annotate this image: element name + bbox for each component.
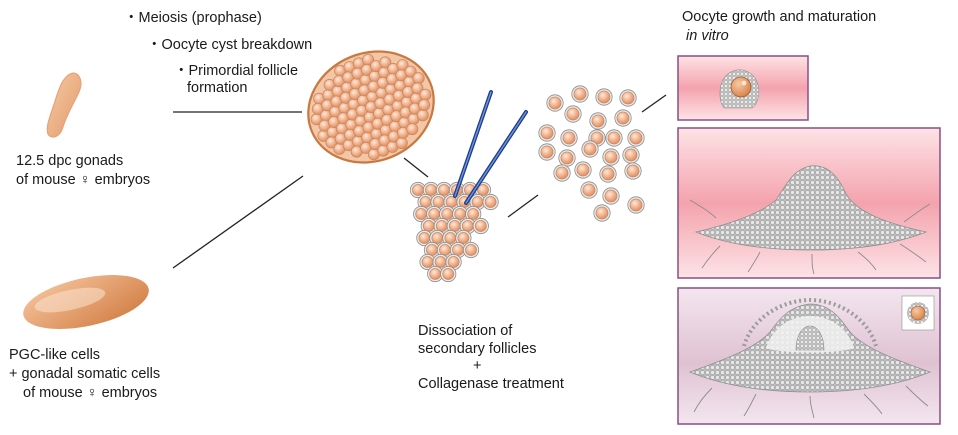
cluster-follicle [422, 181, 440, 199]
cluster-follicle [482, 193, 499, 211]
loose-follicle [538, 143, 556, 161]
loose-follicle [627, 129, 645, 147]
ovary-cell [419, 88, 432, 101]
cluster-follicle [445, 253, 462, 271]
loose-follicle [602, 148, 620, 166]
loose-follicle [599, 165, 617, 183]
cluster-follicle [427, 265, 444, 283]
loose-follicle [546, 94, 564, 112]
loose-follicle [589, 112, 607, 130]
connector-line [403, 157, 429, 178]
cluster-follicle [429, 229, 446, 247]
loose-follicle [580, 181, 598, 199]
cluster-follicle [430, 193, 447, 211]
step-cyst-breakdown: ・Oocyte cyst breakdown [147, 37, 313, 53]
loose-follicle [560, 129, 578, 147]
cluster-follicle [435, 181, 453, 199]
loose-follicle [571, 85, 589, 103]
culture-panel-middle [677, 127, 941, 279]
loose-follicle [624, 162, 642, 180]
loose-follicle [619, 89, 637, 107]
cluster-follicle [462, 241, 480, 259]
ovary-cell [395, 137, 408, 150]
gonads-label-1: 12.5 dpc gonads [16, 153, 124, 169]
cluster-follicle [440, 265, 457, 283]
connector-line [641, 94, 667, 113]
cluster-follicle [409, 181, 427, 199]
dissociation-label-4: Collagenase treatment [418, 376, 564, 392]
loose-follicle [627, 196, 645, 214]
loose-follicle [558, 149, 576, 167]
ovary-cell [411, 82, 424, 95]
step-meiosis: ・Meiosis (prophase) [124, 10, 262, 26]
cluster-follicle [433, 217, 450, 235]
dissociated-follicles [538, 85, 645, 222]
step-follicle-formation-2: formation [187, 80, 248, 96]
loose-follicle [581, 140, 599, 158]
loose-follicle [538, 124, 556, 142]
pgc-aggregate-highlight [34, 287, 106, 313]
loose-follicle [593, 204, 611, 222]
culture-title: Oocyte growth and maturation [682, 9, 877, 25]
follicle-cluster [409, 181, 499, 283]
ovary-cell [379, 56, 392, 69]
culture-subtitle: in vitro [686, 28, 729, 44]
gonad-illustration [46, 72, 82, 138]
dissection-needles [453, 90, 528, 205]
cluster-follicle [432, 253, 449, 271]
culture-panel-early [677, 55, 809, 121]
ovary-cell [406, 123, 419, 136]
loose-follicle [614, 109, 632, 127]
cluster-follicle [443, 193, 460, 211]
pgc-label-2: + gonadal somatic cells [9, 366, 161, 382]
cluster-follicle [416, 229, 433, 247]
ovary-cell [416, 109, 429, 122]
loose-follicle [564, 105, 582, 123]
ovary-cell [412, 72, 425, 85]
gonads-label-2: of mouse ♀ embryos [16, 172, 151, 188]
dissociation-label-3: + [473, 358, 482, 374]
loose-follicle [574, 161, 592, 179]
loose-follicle [622, 146, 640, 164]
dissociation-label-1: Dissociation of [418, 323, 513, 339]
pgc-label-3: of mouse ♀ embryos [23, 385, 158, 401]
loose-follicle [553, 164, 571, 182]
loose-follicle [595, 88, 613, 106]
ovary-cell [418, 99, 431, 112]
connector-line [507, 194, 539, 218]
ovary-cell [404, 65, 417, 78]
dissociation-label-2: secondary follicles [418, 341, 537, 357]
culture-panel-late [677, 287, 941, 425]
cluster-follicle [472, 217, 489, 235]
cluster-follicle [417, 193, 434, 211]
step-follicle-formation-1: ・Primordial follicle [174, 63, 299, 79]
loose-follicle [605, 129, 623, 147]
cluster-follicle [423, 241, 441, 259]
reconstituted-ovary [307, 50, 435, 164]
loose-follicle [602, 187, 620, 205]
pgc-label-1: PGC-like cells [9, 347, 101, 363]
connector-line [172, 175, 304, 269]
